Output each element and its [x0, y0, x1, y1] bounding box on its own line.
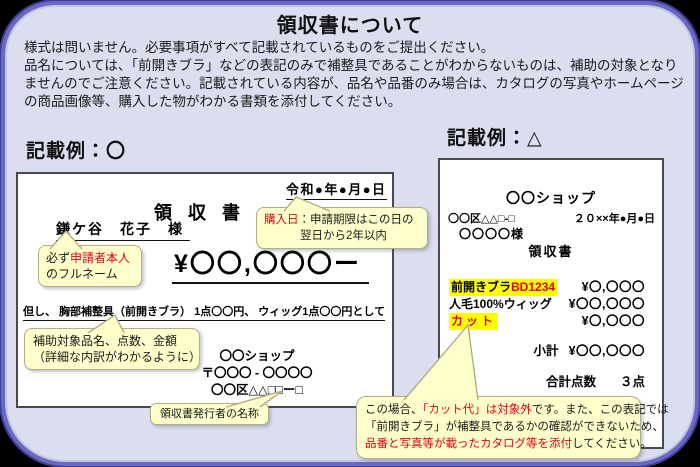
receipt-date: ２０××年●月●日 — [573, 213, 655, 225]
subtotal-label: 小計 — [533, 344, 559, 358]
shop-address: 〇〇区△△□□ー□ — [211, 383, 303, 397]
callout-warning: この場合、「カット代」は対象外です。また、この表記では 「前開きブラ」が補整具で… — [356, 396, 669, 459]
item-row: カット ¥〇,〇〇〇 — [449, 313, 645, 330]
subtotal-row: 小計 ¥〇〇,〇〇〇 — [449, 340, 645, 359]
shop-address: 〇〇区△△□-□ — [448, 213, 515, 225]
item-name-highlighted: 前開きブラBD1234 — [449, 279, 558, 296]
intro-line: の商品画像等、購入した物がわかる書類を添付してください。 — [24, 94, 402, 109]
callout-issuer-name: 領収書発行者の名称 — [150, 403, 269, 425]
receipt-title: 領収書 — [154, 203, 256, 223]
item-price: ¥〇,〇〇〇 — [581, 280, 645, 294]
subtotal-value: ¥〇〇,〇〇〇 — [568, 344, 645, 358]
receipt-amount: ¥〇〇,〇〇〇ー — [172, 244, 369, 284]
customer-name: 〇〇〇〇様 — [459, 227, 525, 241]
intro-paragraph: 様式は問いません。必要事項がすべて記載されているものをご提出ください。 品名につ… — [24, 39, 686, 111]
item-name-highlighted: カット — [449, 313, 499, 330]
total-value: ３点 — [619, 375, 645, 389]
item-price: ¥〇〇,〇〇〇 — [568, 297, 645, 311]
partial-example-heading: 記載例：△ — [447, 128, 543, 149]
intro-line: ませんのでご注意ください。記載されている内容が、品名や品番のみ場合は、カタログの… — [24, 76, 684, 91]
shop-name: 〇〇ショップ — [219, 349, 295, 363]
callout-purchase-date: 購入日：申請期限はこの日の 翌日から2年以内 — [256, 207, 428, 249]
item-price: ¥〇,〇〇〇 — [581, 314, 645, 328]
total-label: 合計点数 — [545, 375, 596, 389]
item-row: 人毛100%ウィッグ ¥〇〇,〇〇〇 — [449, 296, 645, 313]
receipt-title: 領収書 — [528, 244, 574, 259]
shop-postal: 〒〇〇〇 - 〇〇〇〇 — [201, 366, 313, 380]
callout-applicant-name: 必ず申請者本人 のフルネーム — [38, 245, 142, 287]
item-name: 人毛100%ウィッグ — [449, 297, 552, 311]
callout-item-breakdown: 補助対象品名、点数、金額 （詳細な内訳がわかるように） — [24, 328, 201, 370]
total-row: 合計点数 ３点 — [449, 371, 645, 390]
item-list: 前開きブラBD1234 ¥〇,〇〇〇 人毛100%ウィッグ ¥〇〇,〇〇〇 カッ… — [449, 279, 645, 330]
page-title: 領収書について — [276, 15, 424, 37]
intro-line: 品名については、「前開きブラ」などの表記のみで補整具であることがわからないものは… — [24, 58, 678, 73]
good-example-heading: 記載例：〇 — [26, 141, 127, 162]
intro-line: 様式は問いません。必要事項がすべて記載されているものをご提出ください。 — [24, 40, 495, 55]
receipt-date: 令和●年●月●日 — [286, 179, 387, 200]
shop-name: 〇〇ショップ — [506, 190, 596, 206]
payee-name: 鎌ケ谷 花子 様 — [56, 219, 190, 241]
item-row: 前開きブラBD1234 ¥〇,〇〇〇 — [449, 279, 645, 296]
breakdown-line: 但し、 胸部補整具（前開きブラ） 1点〇〇円、 ウィッグ1点〇〇円として — [23, 303, 386, 321]
